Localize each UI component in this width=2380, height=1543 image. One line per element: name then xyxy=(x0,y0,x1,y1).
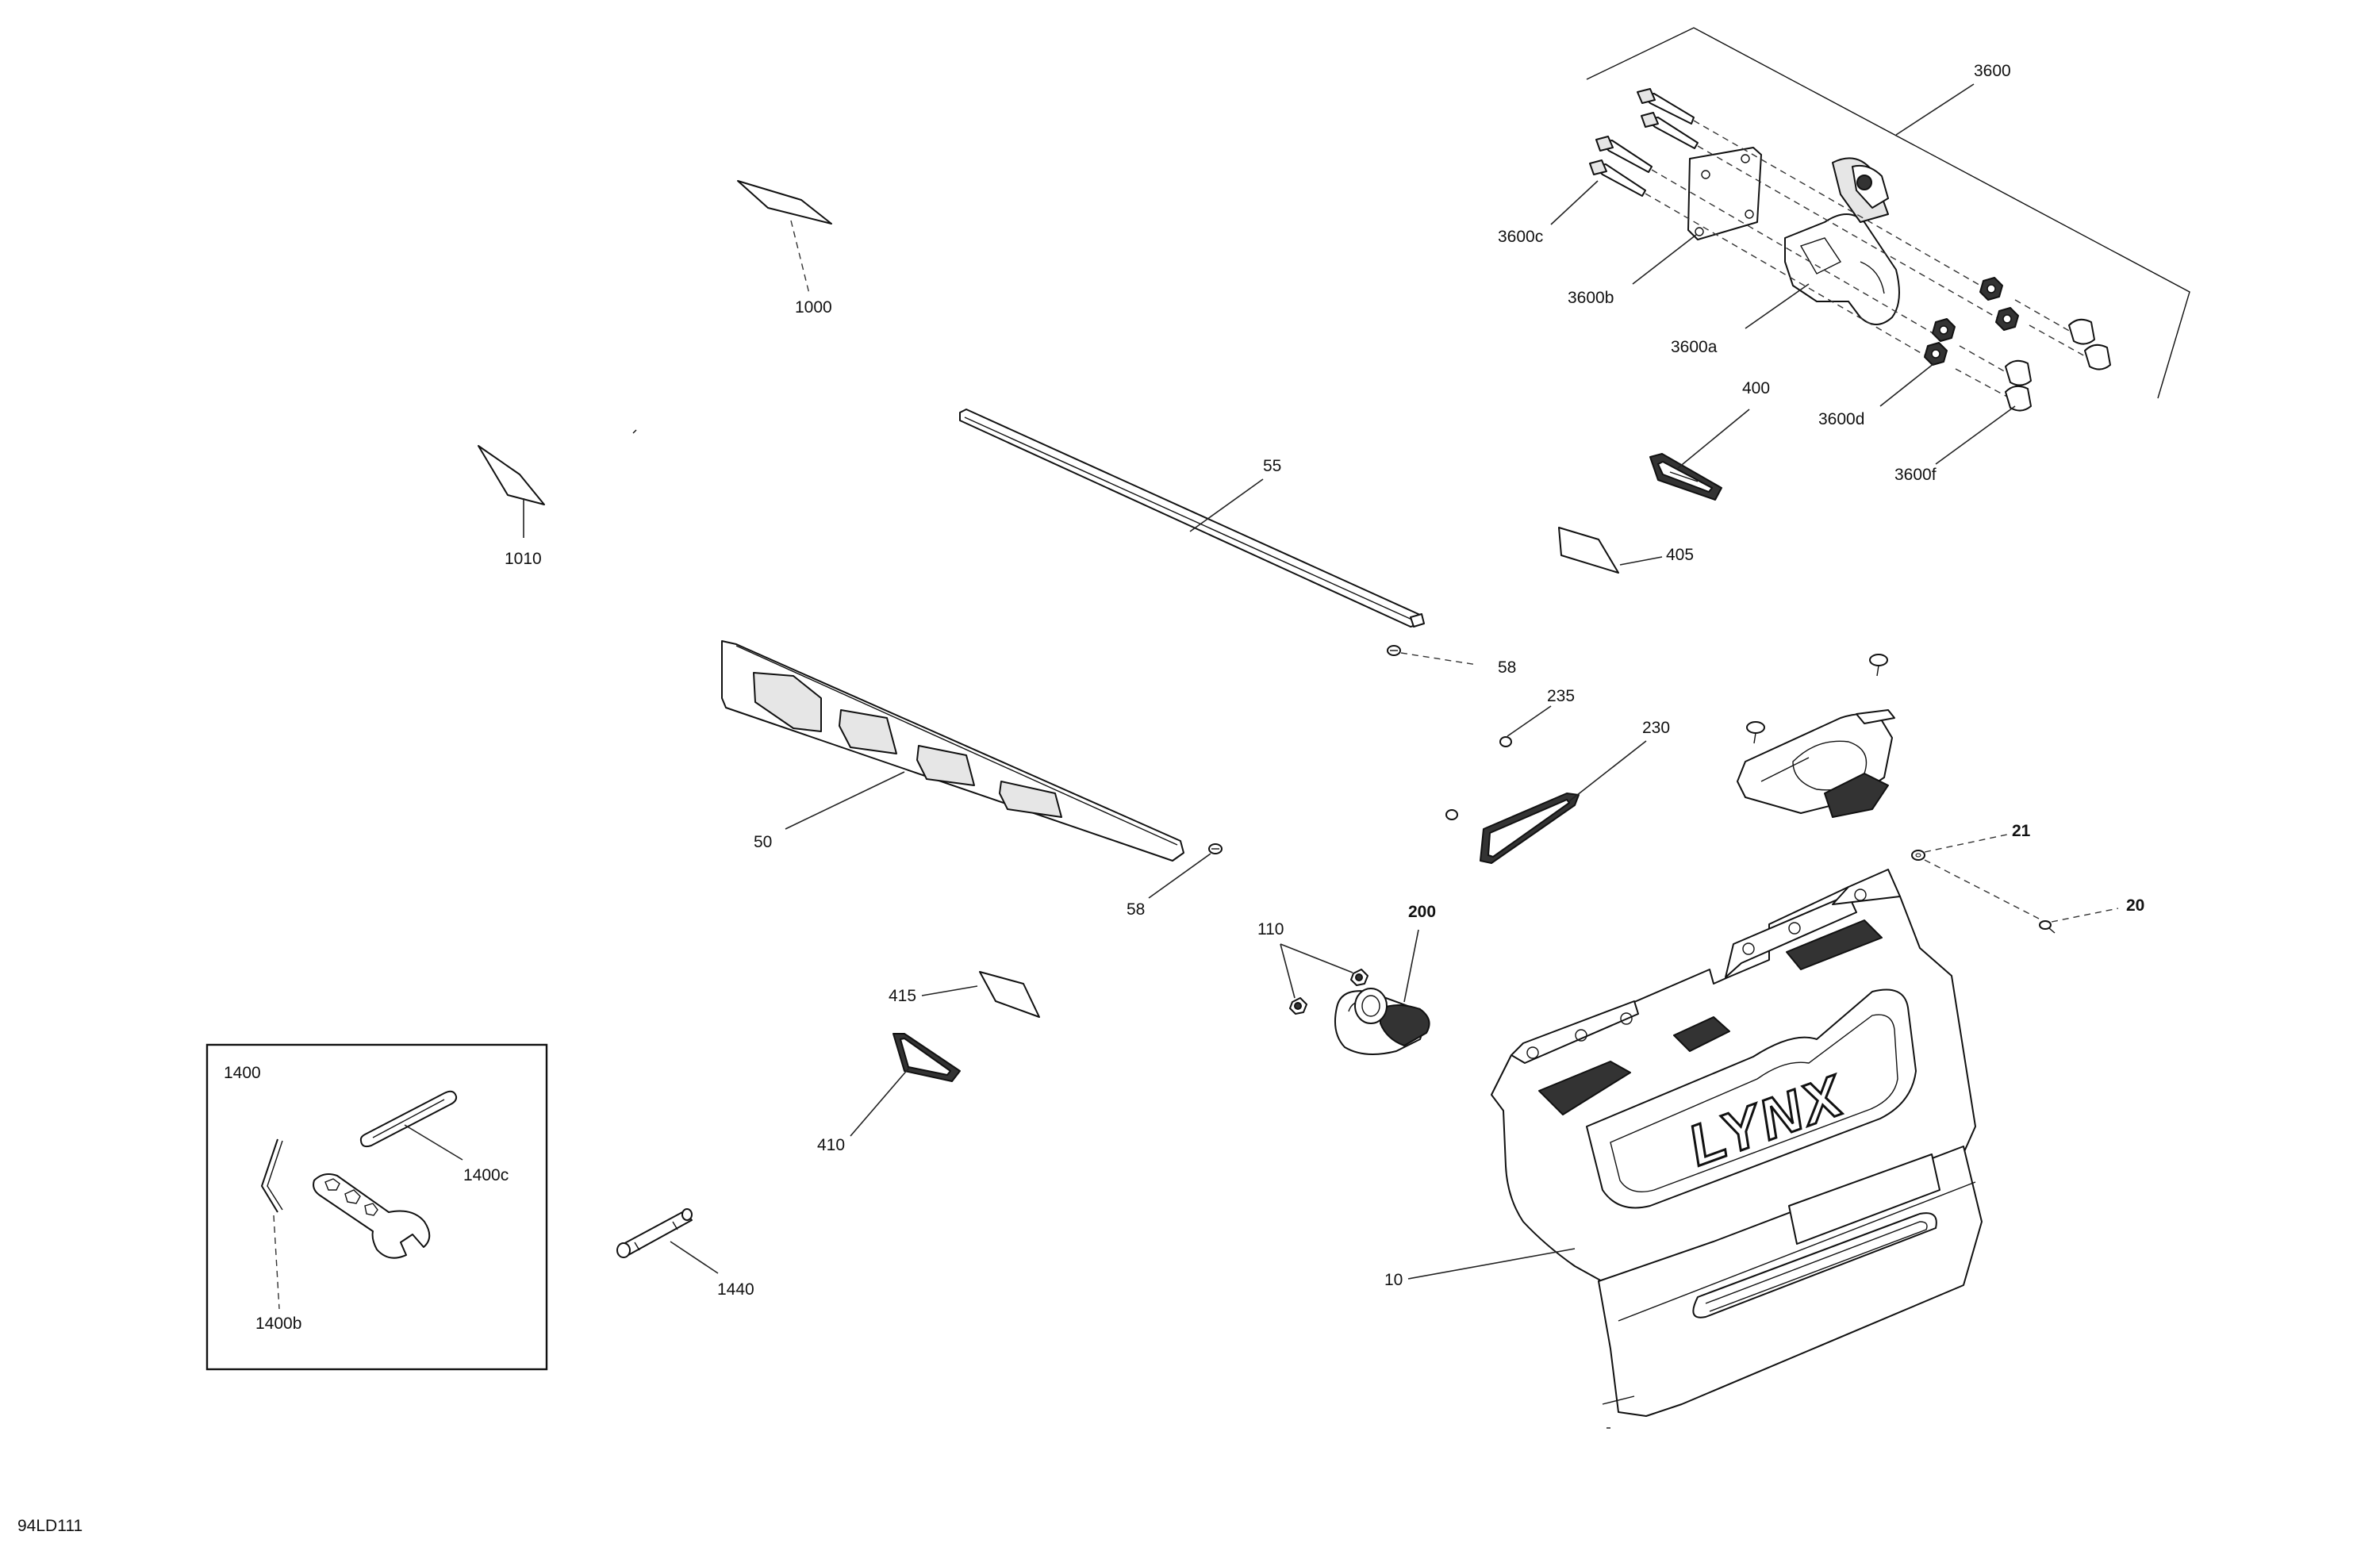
label-410[interactable]: 410 xyxy=(817,1136,845,1154)
part-110-nuts[interactable] xyxy=(1280,943,1368,1015)
label-1000[interactable]: 1000 xyxy=(795,298,832,317)
part-1400b-allen-key[interactable] xyxy=(261,1138,283,1310)
part-405-decal[interactable] xyxy=(1558,527,1663,574)
part-1400-wrench[interactable] xyxy=(313,1173,431,1259)
part-21-washer[interactable] xyxy=(1911,834,2040,919)
part-230-reflector[interactable] xyxy=(1480,740,1647,864)
part-1440-tool[interactable] xyxy=(616,1208,719,1274)
label-55[interactable]: 55 xyxy=(1263,457,1281,475)
label-3600f[interactable]: 3600f xyxy=(1894,466,1937,484)
label-1400[interactable]: 1400 xyxy=(224,1064,261,1082)
label-10[interactable]: 10 xyxy=(1384,1271,1403,1289)
part-1000-decal[interactable] xyxy=(737,180,832,294)
label-200[interactable]: 200 xyxy=(1408,903,1436,921)
label-3600b[interactable]: 3600b xyxy=(1568,289,1614,307)
toolkit-box-1400[interactable] xyxy=(205,1043,548,1371)
part-50-panel[interactable] xyxy=(721,640,1184,862)
label-3600d[interactable]: 3600d xyxy=(1818,410,1864,428)
part-1010-decal[interactable] xyxy=(478,429,637,538)
part-3600f-caps[interactable] xyxy=(1935,318,2111,465)
part-58-screw-lower[interactable] xyxy=(1148,843,1223,899)
label-1400b[interactable]: 1400b xyxy=(255,1315,301,1333)
part-3600a-hitch-body[interactable] xyxy=(1745,157,1900,329)
part-20-screw[interactable] xyxy=(2039,908,2119,934)
label-50[interactable]: 50 xyxy=(754,833,772,851)
part-3600d-nuts[interactable] xyxy=(1879,277,2019,407)
label-230[interactable]: 230 xyxy=(1642,719,1670,737)
part-55-strip[interactable] xyxy=(959,409,1425,628)
label-21[interactable]: 21 xyxy=(2012,822,2031,840)
label-1010[interactable]: 1010 xyxy=(505,550,542,568)
label-110[interactable]: 110 xyxy=(1257,920,1284,938)
assembly-3600-hitch[interactable] xyxy=(1550,27,2190,465)
part-235-screw[interactable] xyxy=(1445,705,1552,820)
part-1400c-spanner[interactable] xyxy=(359,1090,463,1161)
label-58-upper[interactable]: 58 xyxy=(1498,658,1516,677)
label-415[interactable]: 415 xyxy=(889,987,916,1005)
label-3600c[interactable]: 3600c xyxy=(1498,228,1543,246)
label-3600a[interactable]: 3600a xyxy=(1671,338,1718,356)
label-1440[interactable]: 1440 xyxy=(717,1280,754,1299)
part-tail-light-housing[interactable] xyxy=(1737,654,1895,818)
label-20[interactable]: 20 xyxy=(2126,896,2144,915)
label-400[interactable]: 400 xyxy=(1742,379,1770,397)
label-1400c[interactable]: 1400c xyxy=(463,1166,509,1184)
part-58-screw-upper[interactable] xyxy=(1387,645,1478,666)
label-3600[interactable]: 3600 xyxy=(1974,62,2011,80)
part-10-rear-flap[interactable]: LYNX xyxy=(1407,869,1983,1429)
part-200-handle[interactable] xyxy=(1334,929,1430,1055)
part-3600b-plate[interactable] xyxy=(1632,147,1762,285)
drawing-code: 94LD111 xyxy=(17,1517,83,1535)
part-3600c-bolts[interactable] xyxy=(1550,88,1699,225)
label-58-lower[interactable]: 58 xyxy=(1127,900,1145,919)
label-235[interactable]: 235 xyxy=(1547,687,1575,705)
part-400-reflector[interactable] xyxy=(1649,409,1750,501)
part-410-reflector[interactable] xyxy=(850,1033,961,1137)
label-405[interactable]: 405 xyxy=(1666,546,1694,564)
part-415-decal[interactable] xyxy=(921,971,1040,1018)
